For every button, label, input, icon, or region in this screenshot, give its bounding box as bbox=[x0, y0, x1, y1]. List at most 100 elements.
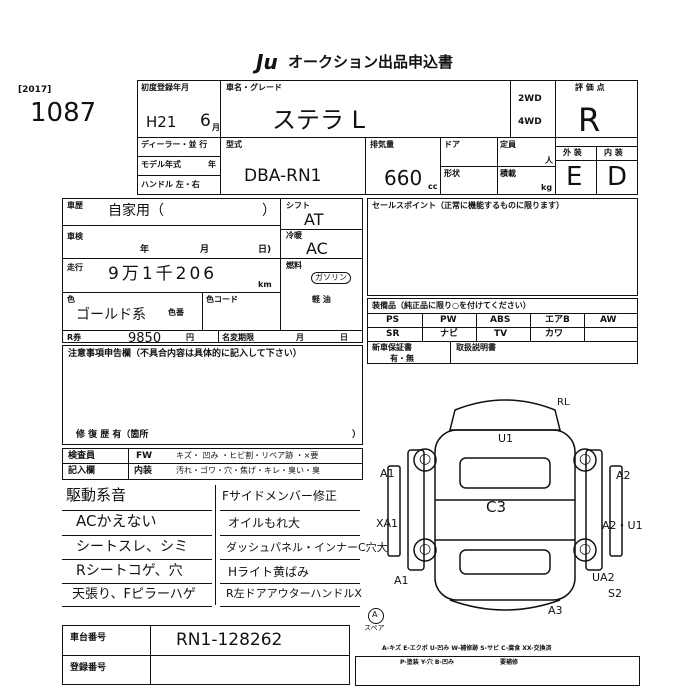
equip-tv: TV bbox=[494, 329, 508, 339]
diesel-label: 軽 油 bbox=[312, 295, 331, 304]
repair-close: ） bbox=[352, 430, 362, 440]
equip-pw: PW bbox=[440, 315, 457, 325]
mileage-unit: km bbox=[258, 280, 272, 289]
capacity-unit: 人 bbox=[545, 156, 553, 165]
chassis-value: RN1-128262 bbox=[176, 630, 283, 650]
comment-right-2: オイルもれ大 bbox=[228, 516, 301, 530]
diagram-a3: A3 bbox=[548, 604, 563, 617]
car-diagram bbox=[387, 399, 623, 611]
displacement-value: 660 bbox=[384, 166, 423, 190]
comment-right-4: Hライト黄ばみ bbox=[228, 565, 310, 579]
wheel-fl: ○ bbox=[419, 451, 432, 467]
manual-label: 取扱説明書 bbox=[456, 343, 496, 352]
equip-navi: ナビ bbox=[440, 329, 459, 339]
history-label: 車歴 bbox=[67, 201, 83, 210]
equip-sr: SR bbox=[386, 329, 400, 339]
recycle-unit: 円 bbox=[186, 333, 194, 342]
notes-box bbox=[62, 345, 363, 445]
comment-5: 天張り、Fピラーハゲ bbox=[72, 587, 196, 602]
damage-legend: キズ・ 凹み ・ヒビ割・リペア跡 ・×要 bbox=[176, 451, 319, 460]
load-label: 積載 bbox=[500, 169, 516, 178]
footer-legend: A-キズ E-エクボ U-凹み W-補修跡 S-サビ C-腐食 XX-交換済 bbox=[382, 645, 552, 652]
first-reg-month: 6 bbox=[200, 111, 211, 131]
mileage-value: 9万1千206 bbox=[108, 264, 218, 284]
inspection-year: 年 bbox=[140, 245, 150, 255]
wd2: 2WD bbox=[518, 94, 542, 104]
inspection-label: 車検 bbox=[67, 232, 83, 241]
comment-3: シートスレ、シミ bbox=[76, 539, 188, 555]
comment-1: 駆動系音 bbox=[66, 486, 127, 504]
footer-rep: 要補修 bbox=[500, 659, 519, 666]
doors-label: ドア bbox=[444, 140, 460, 149]
comment-right-3: ダッシュパネル・インナーC穴大 bbox=[226, 541, 388, 554]
int-label: 内 装 bbox=[604, 148, 623, 157]
wd4: 4WD bbox=[518, 117, 542, 127]
equip-airbag: エアB bbox=[545, 315, 570, 325]
capacity-label: 定員 bbox=[500, 140, 516, 149]
model-year-label: モデル年式 bbox=[141, 160, 181, 169]
ext-label: 外 装 bbox=[563, 148, 582, 157]
shape-label: 形状 bbox=[444, 169, 460, 178]
displacement-unit: cc bbox=[428, 182, 438, 191]
history-close: ） bbox=[262, 203, 276, 219]
interior-label: 内装 bbox=[134, 466, 153, 476]
footer-grid bbox=[355, 656, 640, 686]
equipment-box bbox=[367, 298, 638, 364]
first-reg-year: H21 bbox=[146, 113, 177, 131]
warranty-label: 新車保証書 bbox=[372, 343, 412, 352]
inspection-day: 日) bbox=[258, 245, 272, 255]
fuel-label: 燃料 bbox=[286, 261, 302, 270]
comment-right-1: Fサイドメンバー修正 bbox=[222, 489, 337, 503]
inspection-month: 月 bbox=[200, 245, 210, 255]
comment-4: Rシートコゲ、穴 bbox=[76, 563, 183, 579]
dealer-label: ディーラー・並 行 bbox=[141, 140, 208, 149]
left-block bbox=[62, 198, 363, 343]
equip-ps: PS bbox=[386, 315, 400, 325]
int-value: D bbox=[607, 162, 628, 192]
recycle-value: 9850 bbox=[128, 331, 162, 346]
grade-value: R bbox=[578, 101, 601, 139]
fuel-value: ガソリン bbox=[311, 272, 351, 284]
history-value: 自家用（ bbox=[108, 203, 164, 219]
diagram-rl: RL bbox=[557, 397, 570, 408]
ac-value: AC bbox=[306, 239, 328, 258]
first-reg-month-unit: 月 bbox=[212, 123, 220, 132]
interior-legend: 汚れ・ゴワ・穴・焦げ・キレ・臭い・臭 bbox=[176, 466, 320, 475]
model-year-unit: 年 bbox=[208, 160, 216, 169]
sales-point-label: セールスポイント（正常に機能するものに限ります） bbox=[372, 201, 564, 210]
sales-point-box bbox=[367, 198, 638, 296]
diagram-s2: S2 bbox=[608, 587, 622, 600]
ac-label: 冷暖 bbox=[286, 231, 302, 240]
load-unit: kg bbox=[541, 183, 553, 192]
ext-value: E bbox=[566, 162, 583, 192]
mileage-label: 走行 bbox=[67, 263, 83, 272]
lot-number: 1087 bbox=[30, 98, 97, 128]
color-no-label: 色番 bbox=[168, 308, 184, 317]
warranty-value: 有・無 bbox=[390, 354, 414, 363]
chassis-label: 車台番号 bbox=[70, 633, 107, 643]
wheel-rl: ○ bbox=[419, 541, 432, 557]
model-label: 型式 bbox=[226, 140, 242, 149]
footer-legend-2: P-塗装 Y-穴 B-凹み bbox=[400, 659, 454, 666]
color-value: ゴールド系 bbox=[76, 307, 146, 323]
handle-label: ハンドル 左・右 bbox=[141, 180, 200, 189]
color-label: 色 bbox=[67, 295, 75, 304]
equip-leather: カワ bbox=[545, 329, 564, 339]
grade-label: 評 価 点 bbox=[575, 83, 605, 92]
comment-right-5: R左ドアアウターハンドルX bbox=[226, 587, 362, 600]
displacement-label: 排気量 bbox=[370, 140, 394, 149]
color-code-label: 色コード bbox=[206, 295, 238, 304]
comment-2: ACかえない bbox=[76, 512, 157, 530]
wheel-rr: ○ bbox=[579, 541, 592, 557]
name-change-label: 名変期限 bbox=[222, 333, 254, 342]
car-name-label: 車名・グレード bbox=[226, 83, 282, 92]
diagram-u1-top: U1 bbox=[498, 432, 514, 445]
inspector-label: 検査員 bbox=[68, 451, 96, 461]
diagram-xa1: XA1 bbox=[376, 517, 399, 530]
logo: Ju bbox=[256, 50, 278, 74]
name-change-month: 月 bbox=[296, 333, 304, 342]
first-reg-label: 初度登録年月 bbox=[141, 83, 189, 92]
equip-abs: ABS bbox=[490, 315, 511, 325]
name-change-day: 日 bbox=[340, 333, 348, 342]
spare-circle bbox=[368, 608, 384, 624]
